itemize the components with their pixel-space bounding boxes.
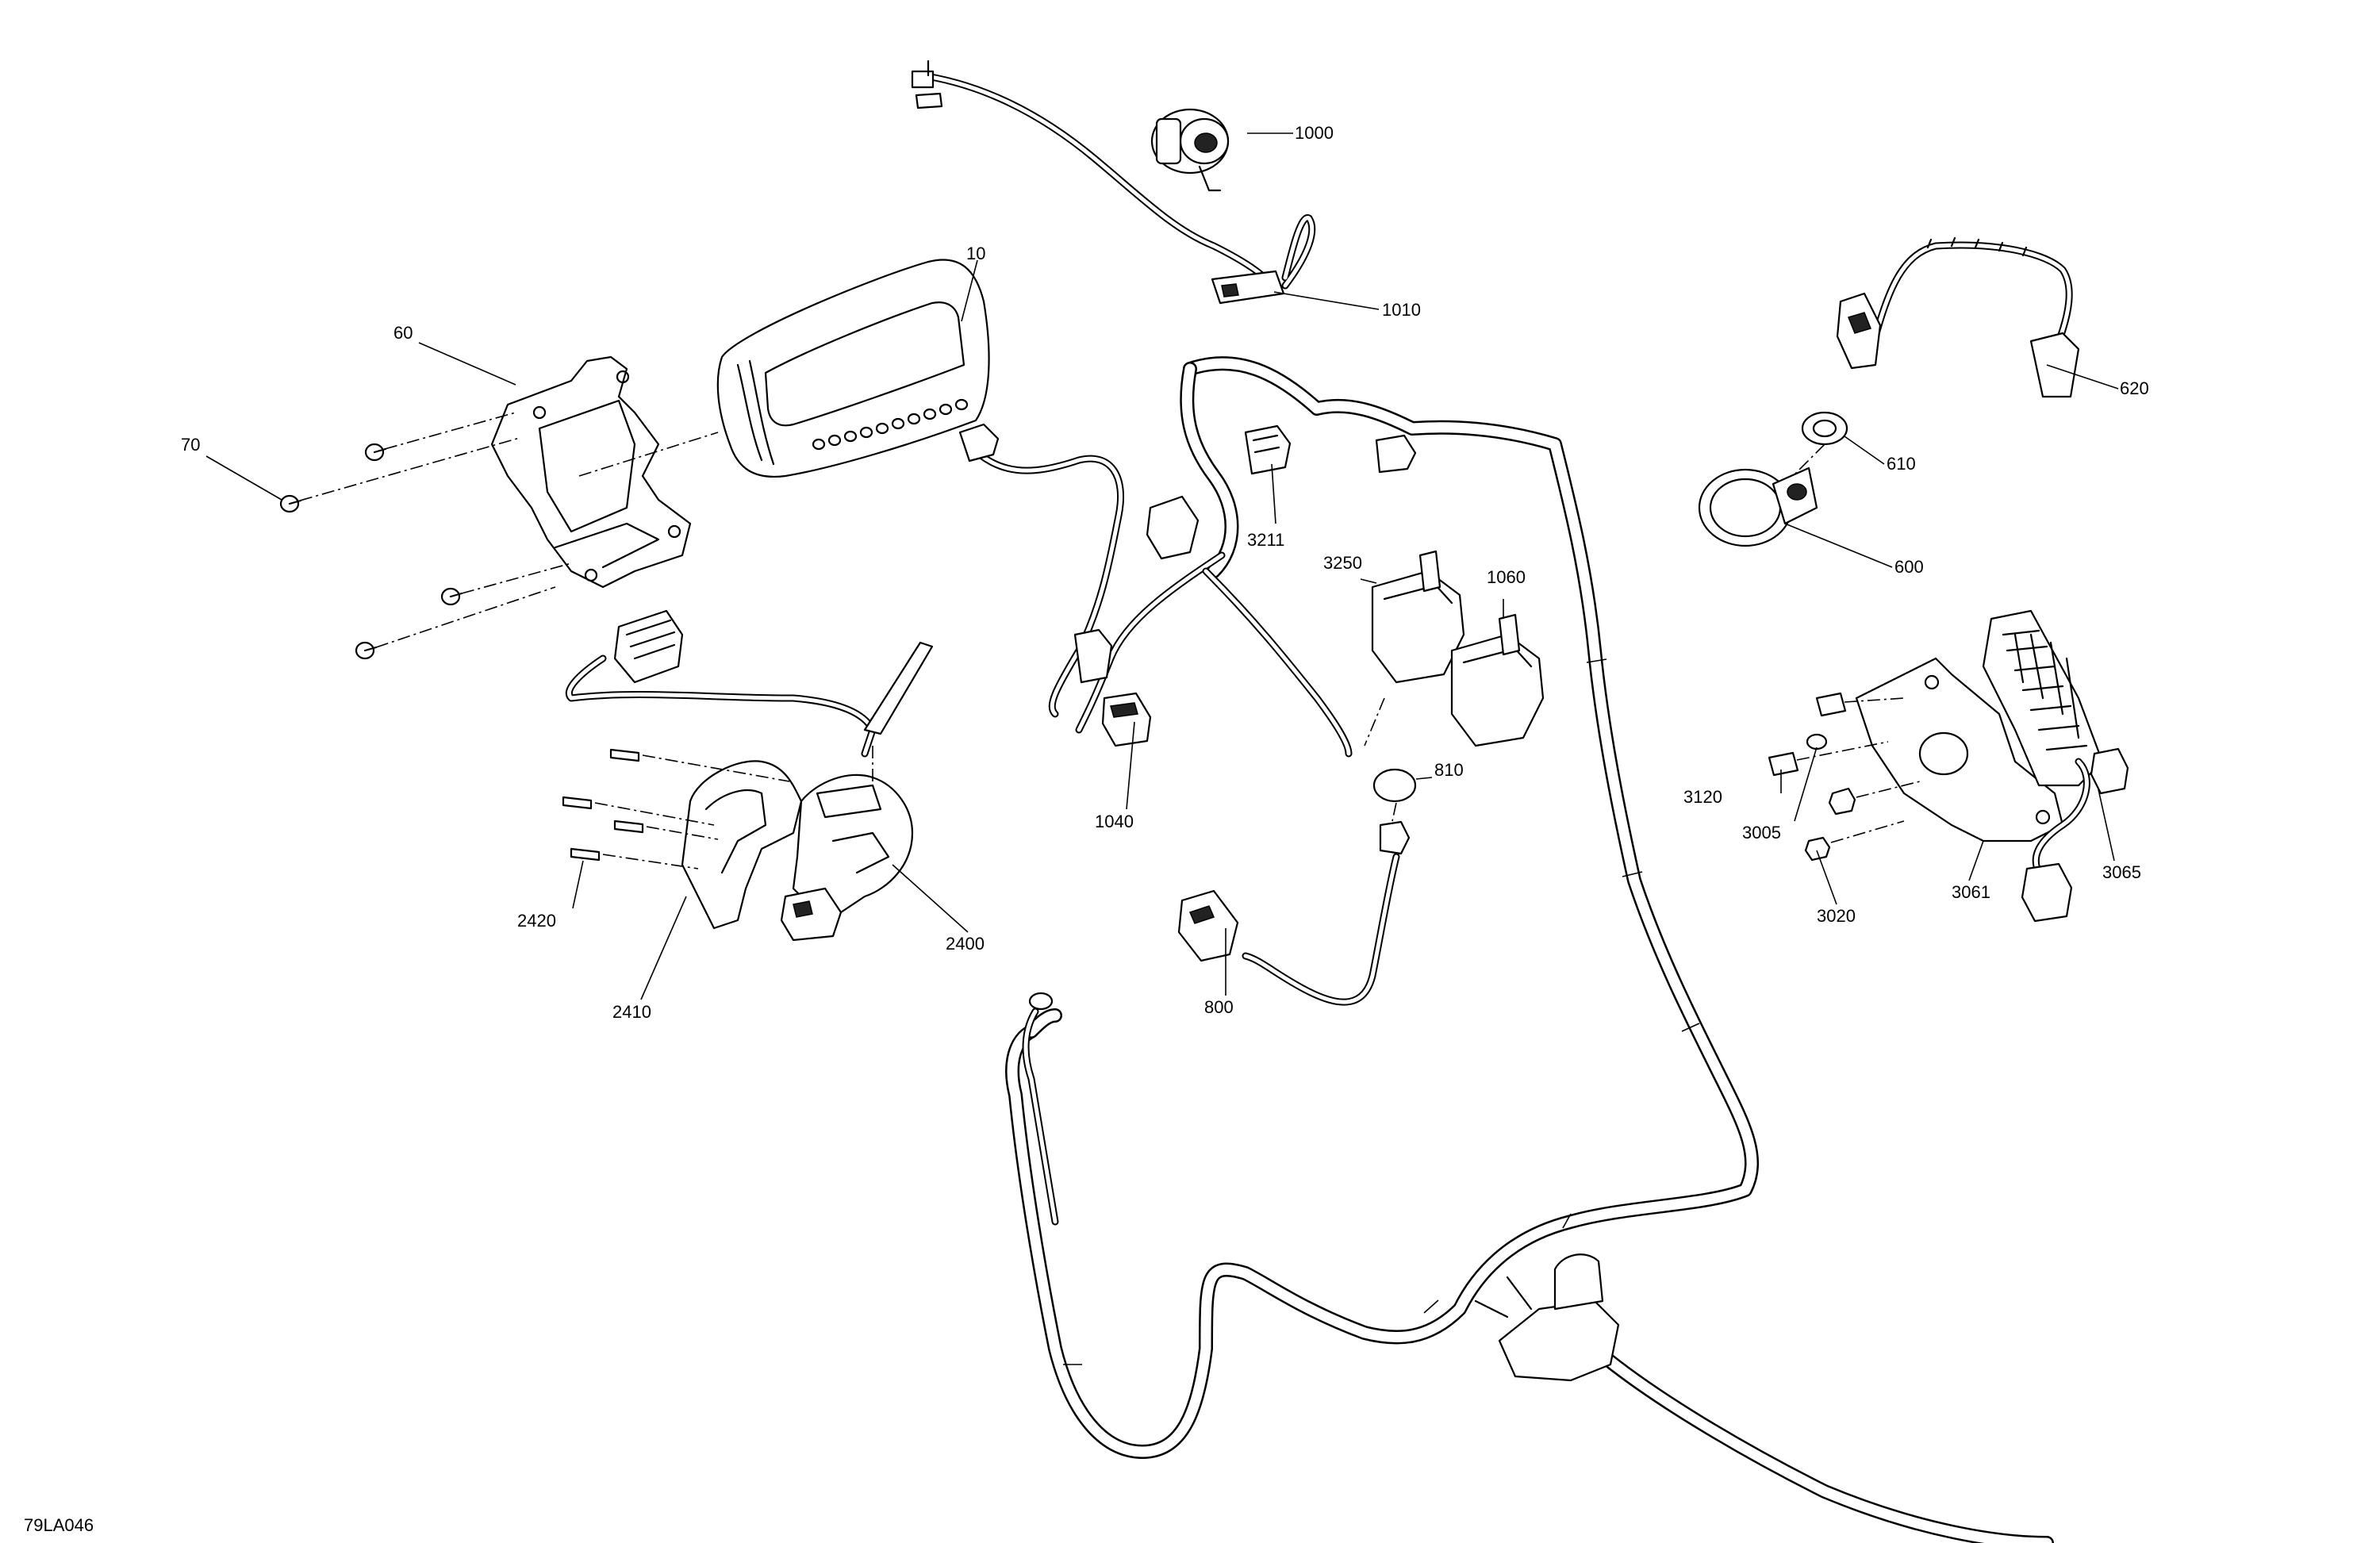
callout-800: 800 (1204, 997, 1234, 1017)
callout-2420: 2420 (517, 911, 556, 931)
figure-code: 79LA046 (24, 1515, 94, 1535)
sensor-harness-800 (1177, 853, 1400, 1006)
switch-harness (566, 609, 934, 758)
callout-60: 60 (393, 323, 413, 343)
nut-610 (1801, 411, 1848, 446)
callout-610: 610 (1887, 454, 1916, 474)
cluster-buttons (812, 398, 969, 451)
screws-2420 (562, 748, 644, 862)
callout-3120: 3120 (1683, 787, 1722, 807)
callout-3061: 3061 (1952, 882, 1990, 902)
callout-1040: 1040 (1095, 812, 1134, 831)
switch-3250 (1364, 550, 1465, 747)
switch-housing-2400 (681, 760, 914, 942)
callout-labels: 10 60 70 1000 1010 620 610 600 3211 3250… (181, 123, 2149, 1022)
power-socket-1000 (1150, 108, 1230, 192)
assembly-lines-switch (594, 746, 873, 869)
callout-1000: 1000 (1295, 123, 1334, 143)
callout-1060: 1060 (1487, 567, 1526, 587)
fasteners-3120-3005-3020 (1768, 692, 1856, 862)
grommet-810 (1372, 768, 1417, 855)
main-harness (1005, 356, 2054, 1543)
callout-3020: 3020 (1817, 906, 1856, 926)
callout-3065: 3065 (2102, 862, 2141, 882)
callout-70: 70 (181, 435, 200, 455)
solenoid (1474, 1253, 1620, 1382)
callout-10: 10 (966, 244, 985, 263)
callout-2400: 2400 (946, 934, 985, 954)
mounting-plate-3061 (1855, 657, 2064, 843)
assembly-lines-tether (1792, 443, 1825, 477)
tether-cord-620 (1836, 236, 2080, 398)
instrument-cluster-10 (716, 259, 990, 478)
ground-cable (1022, 992, 1059, 1226)
switch-1060 (1450, 613, 1545, 747)
socket-harness-1010 (911, 59, 1316, 305)
connector-3211-area (958, 423, 1417, 718)
callout-810: 810 (1434, 760, 1464, 780)
callout-3250: 3250 (1323, 553, 1362, 573)
assembly-lines-plate (1796, 697, 1921, 843)
assembly-lines-cluster (299, 412, 719, 648)
callout-620: 620 (2120, 378, 2149, 398)
regulator-3065 (1982, 609, 2129, 923)
callout-1010: 1010 (1382, 300, 1421, 320)
callout-2410: 2410 (612, 1002, 651, 1022)
screws-70 (279, 443, 463, 660)
callout-3005: 3005 (1742, 823, 1781, 843)
leader-lines (205, 132, 2119, 1000)
callout-600: 600 (1894, 557, 1924, 577)
connector-1040 (1073, 628, 1152, 747)
tether-switch-600 (1698, 466, 1818, 547)
callout-3211: 3211 (1247, 530, 1284, 550)
